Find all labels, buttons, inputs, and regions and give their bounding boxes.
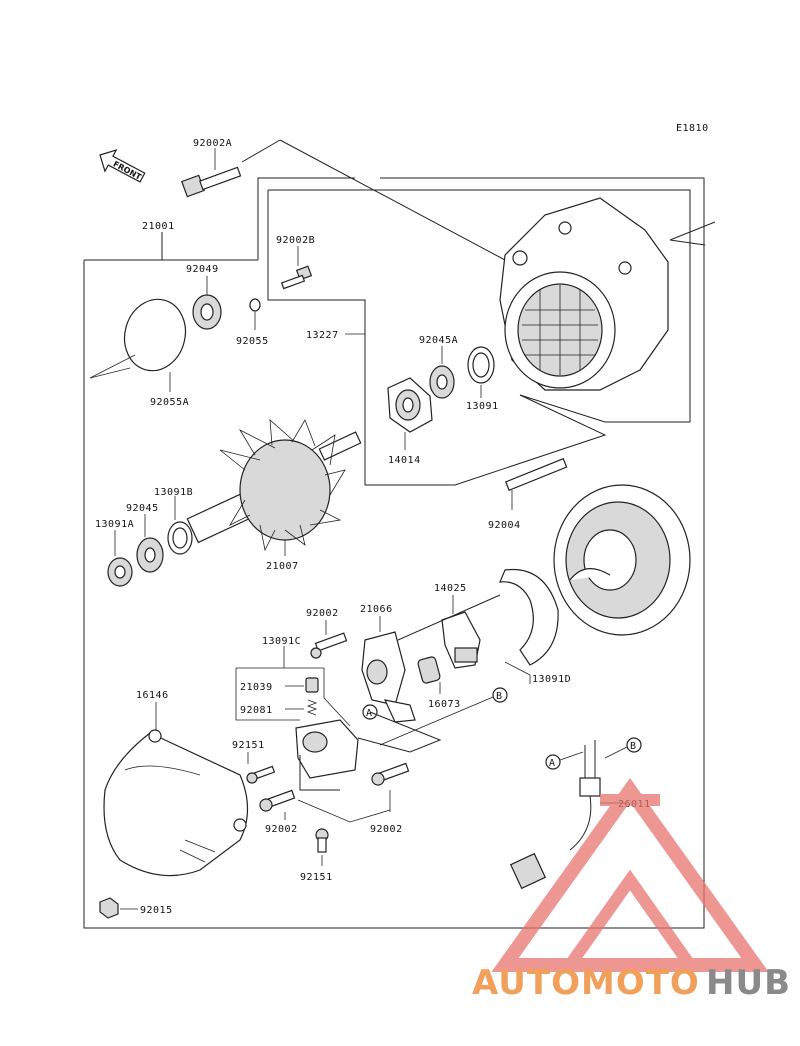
- callout-b-main: B: [379, 687, 508, 746]
- svg-text:A: A: [366, 708, 373, 719]
- ring-13091: [467, 346, 495, 398]
- bearing-92045: [136, 514, 164, 573]
- screw-92002-left: [259, 789, 296, 820]
- ring-13091b: [167, 496, 193, 555]
- label-21007: 21007: [266, 561, 299, 572]
- label-13091: 13091: [466, 401, 499, 412]
- rotor-21007: [186, 419, 362, 556]
- label-21066: 21066: [360, 604, 393, 615]
- cover-16146: [103, 702, 249, 877]
- label-21001: 21001: [142, 221, 175, 232]
- bolt-92002b: [280, 246, 313, 290]
- lead-wire-26011: [509, 740, 625, 890]
- bearing-92045a: [429, 346, 455, 399]
- diagram-code: E1810: [676, 123, 709, 134]
- screw-92151-lower: [315, 828, 329, 866]
- label-14014: 14014: [388, 455, 421, 466]
- bolt-92015: [99, 897, 138, 919]
- label-92045: 92045: [126, 503, 159, 514]
- label-13091c: 13091C: [262, 636, 301, 647]
- label-92002b: 92002B: [276, 235, 315, 246]
- label-92002a: 92002A: [193, 138, 232, 149]
- holder-14025: [441, 595, 481, 669]
- spring-92081: [285, 699, 318, 716]
- label-92081: 92081: [240, 705, 273, 716]
- label-13091b: 13091B: [154, 487, 193, 498]
- stator-housing: [553, 484, 691, 636]
- part-13091d: [499, 568, 559, 684]
- label-92004: 92004: [488, 520, 521, 531]
- screw-92002-top: [310, 620, 348, 659]
- svg-text:A: A: [549, 758, 556, 769]
- part-16073: [417, 656, 441, 694]
- group-13091c: [235, 646, 351, 727]
- label-13091d: 13091D: [532, 674, 571, 685]
- callout-a-wire: A: [545, 751, 584, 770]
- callout-b-wire: B: [604, 737, 642, 759]
- cap-13091a: [107, 530, 133, 587]
- front-label: FRONT: [112, 159, 144, 182]
- svg-text:B: B: [496, 691, 503, 702]
- front-arrow-icon: FRONT: [99, 149, 146, 183]
- oring-92055a: [89, 298, 187, 392]
- rear-housing: [499, 197, 669, 391]
- label-92015: 92015: [140, 905, 173, 916]
- brush-holder: [295, 719, 359, 791]
- label-13091a: 13091A: [95, 519, 134, 530]
- label-92045a: 92045A: [419, 335, 458, 346]
- label-16146: 16146: [136, 690, 169, 701]
- label-92049: 92049: [186, 264, 219, 275]
- assembly-frame: [83, 139, 716, 929]
- label-21039: 21039: [240, 682, 273, 693]
- label-92002-top: 92002: [306, 608, 339, 619]
- oring-92055: [249, 298, 261, 330]
- label-92055: 92055: [236, 336, 269, 347]
- svg-text:B: B: [630, 741, 637, 752]
- brush-21039: [285, 677, 319, 693]
- label-14025: 14025: [434, 583, 467, 594]
- label-92002-left: 92002: [265, 824, 298, 835]
- label-16073: 16073: [428, 699, 461, 710]
- screw-92151-left: [246, 752, 276, 784]
- watermark-part2: HUB: [706, 963, 791, 1003]
- label-13227: 13227: [306, 330, 339, 341]
- label-92055a: 92055A: [150, 397, 189, 408]
- label-92151-left: 92151: [232, 740, 265, 751]
- stud-92004: [504, 457, 568, 510]
- bolt-92002a: [181, 148, 242, 198]
- automotohub-watermark: AUTOMOTO HUB: [472, 777, 791, 1003]
- label-92002-right: 92002: [370, 824, 403, 835]
- screw-92002-right: [297, 762, 410, 823]
- plate-14014: [387, 377, 433, 450]
- bearing-92049: [192, 276, 222, 330]
- regulator-21066: [361, 594, 501, 723]
- watermark-part1: AUTOMOTO: [472, 963, 700, 1003]
- automotohub-logo-icon: [491, 777, 769, 972]
- label-92151-lower: 92151: [300, 872, 333, 883]
